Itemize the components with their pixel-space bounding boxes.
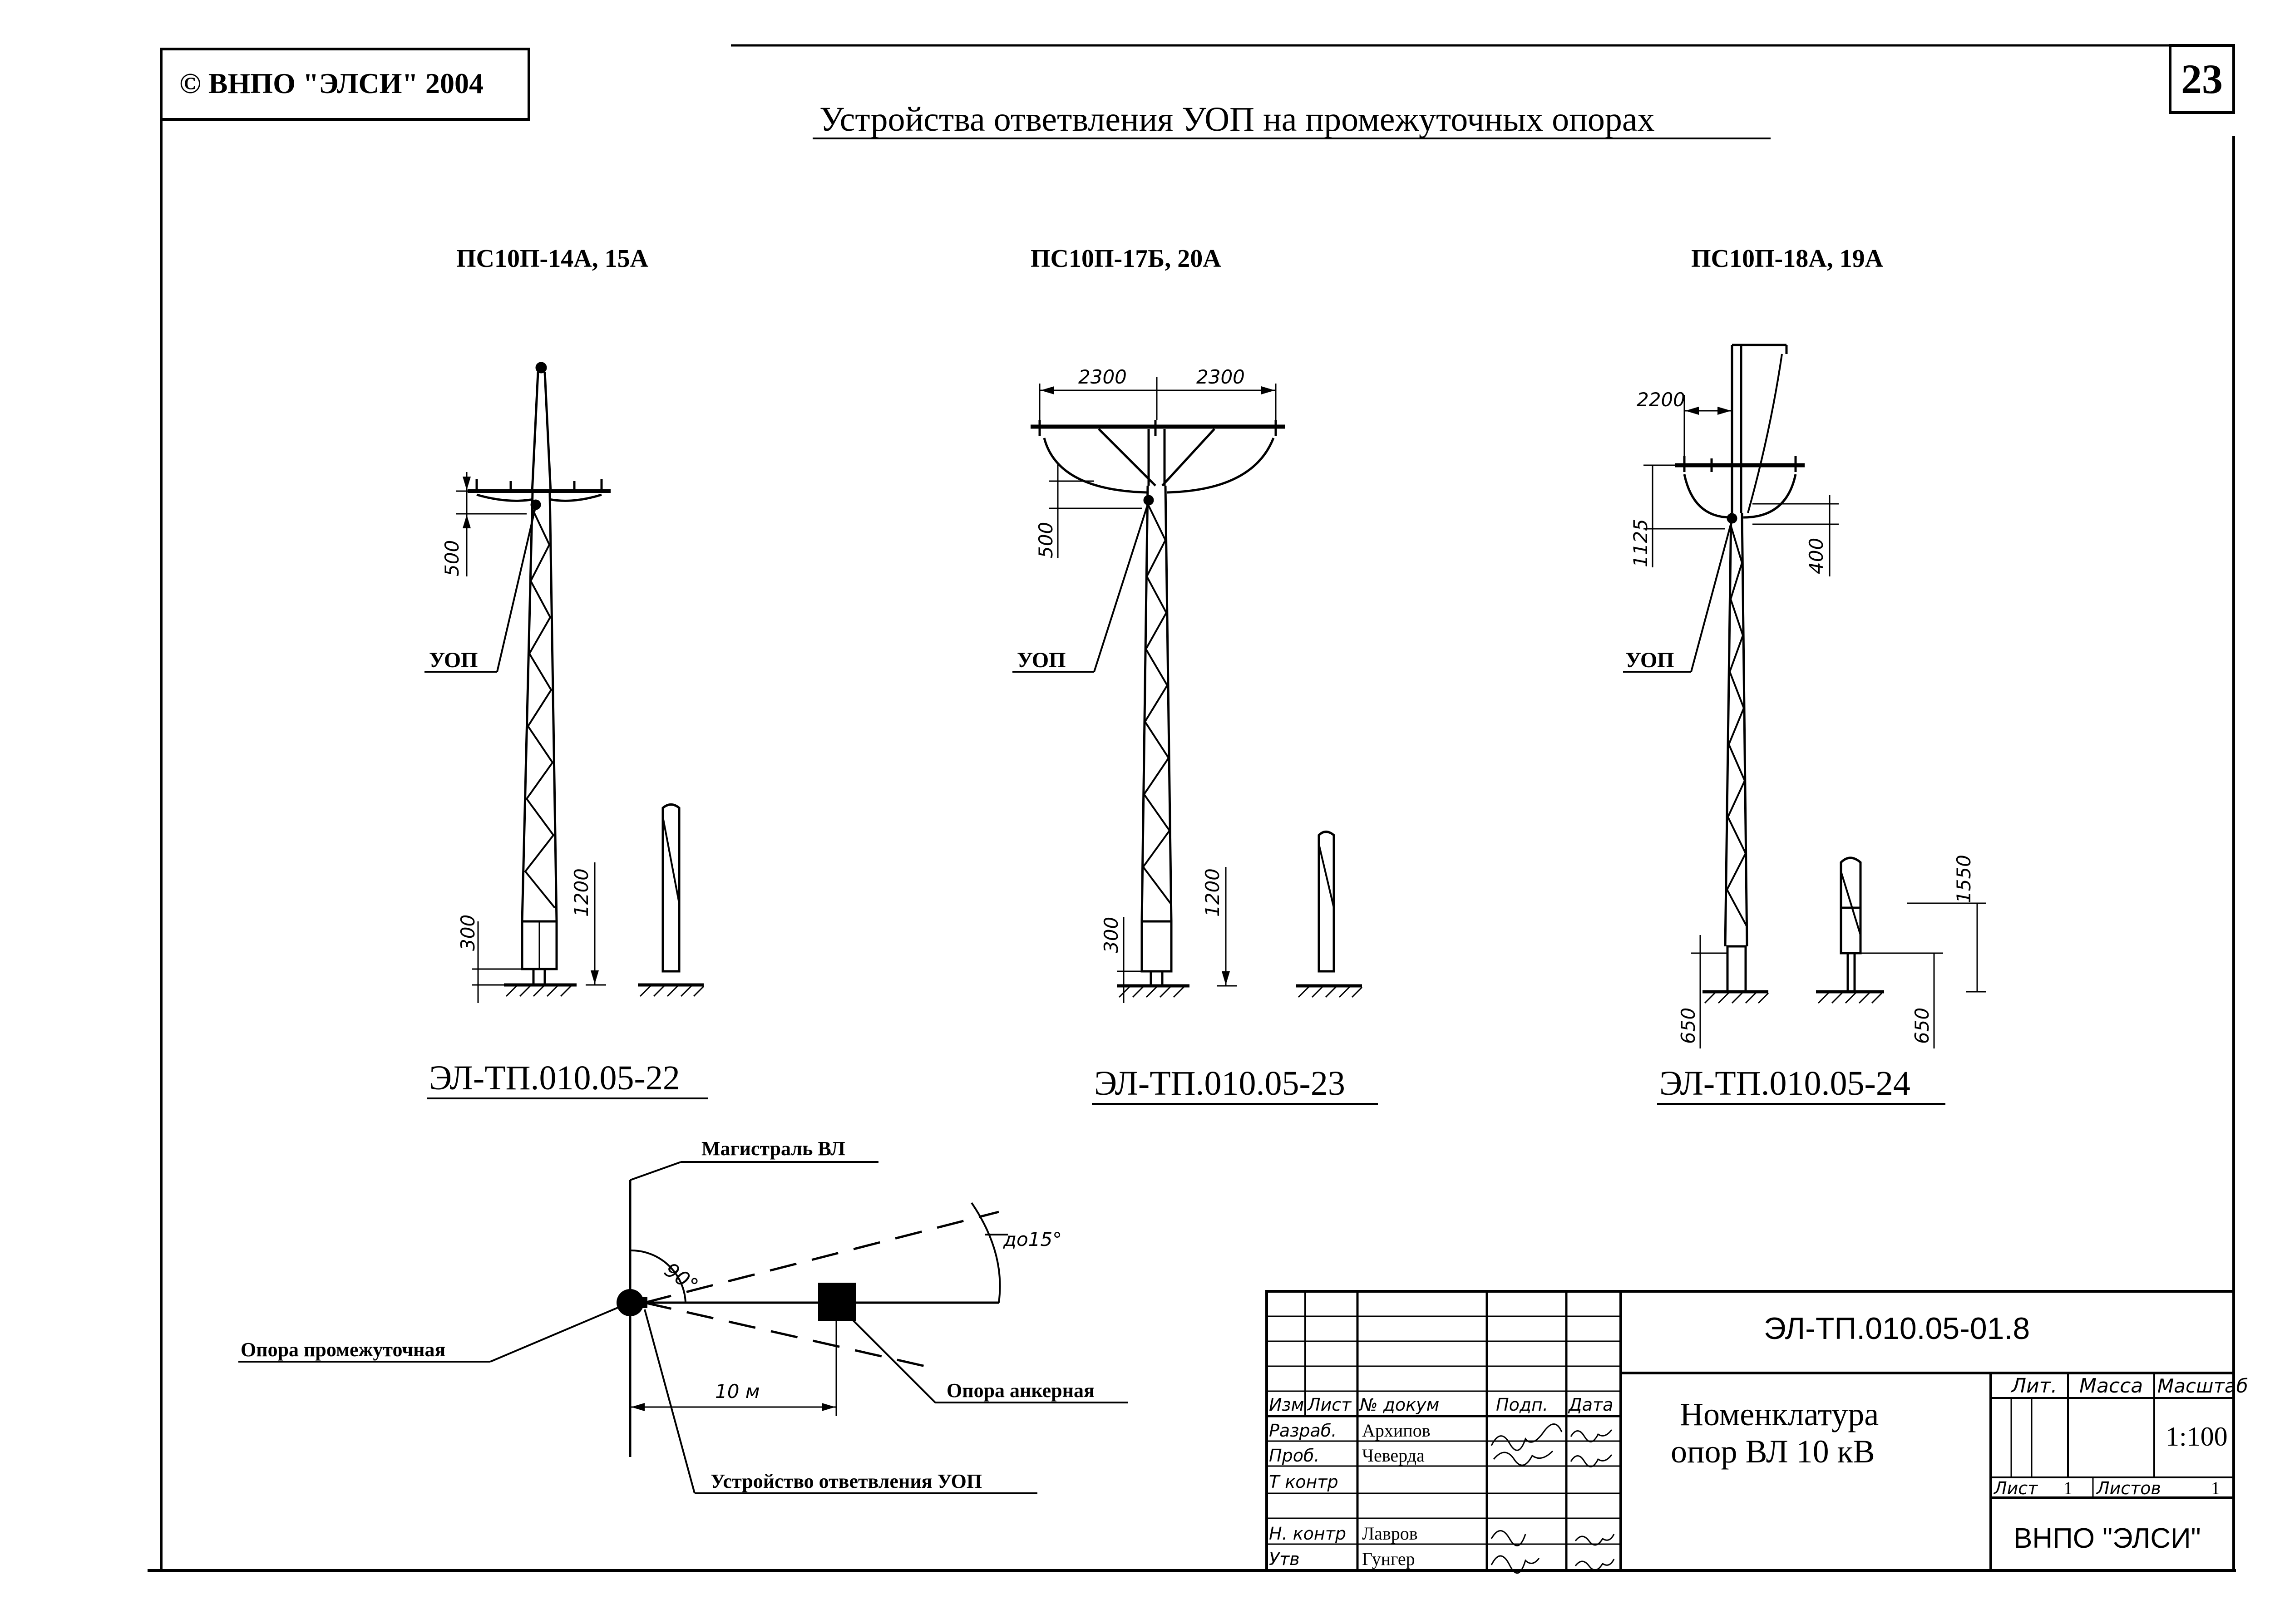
pole-2-side-view <box>1296 831 1363 998</box>
title-block <box>1265 1290 2235 1572</box>
stamp-title-line-1: Номенклатура <box>1680 1396 1879 1432</box>
pole-3-dim-650-right: 650 <box>1911 1008 1933 1044</box>
scheme-anchor-pole-label: Опора анкерная <box>947 1379 1095 1402</box>
pole-3-uop-label: УОП <box>1625 648 1674 672</box>
pole-3-dim-650-left: 650 <box>1677 1008 1699 1044</box>
scheme-deviation-label: до15° <box>1003 1228 1062 1250</box>
copyright-box: © ВНПО "ЭЛСИ" 2004 <box>160 48 530 121</box>
stamp-mass-label: Масса <box>2079 1374 2143 1398</box>
pole-3-dimensions <box>1643 395 1986 1048</box>
pole-2-dim-1200: 1200 <box>1201 868 1224 917</box>
branch-scheme <box>238 1161 1128 1494</box>
pole-2-dim-300: 300 <box>1100 917 1122 953</box>
sheet-number: 23 <box>2181 56 2223 102</box>
stamp-col-doc: № докум <box>1359 1395 1439 1415</box>
pole-1-dim-1200: 1200 <box>570 868 592 917</box>
copyright-text: © ВНПО "ЭЛСИ" 2004 <box>179 67 484 99</box>
scheme-branch-device-label: Устройство ответвления УОП <box>711 1470 982 1492</box>
pole-2-dimensions <box>1039 377 1277 1003</box>
sheet-number-box: 23 <box>2169 44 2235 114</box>
pole-1-structure <box>424 362 611 997</box>
stamp-row-role-3: Т контр <box>1269 1472 1338 1492</box>
stamp-scale-value: 1:100 <box>2166 1422 2228 1452</box>
pole-3-dim-2200: 2200 <box>1637 389 1685 411</box>
pole-1-uop-label: УОП <box>429 648 478 672</box>
pole-2-dim-2300-left: 2300 <box>1078 366 1127 388</box>
pole-2-code: ЭЛ-ТП.010.05-23 <box>1094 1064 1345 1102</box>
pole-2-name: ПС10П-17Б, 20А <box>1031 245 1221 273</box>
pole-1-dim-500: 500 <box>441 540 463 576</box>
pole-1-dimensions <box>456 472 606 1003</box>
stamp-sheet-label: Лист <box>1993 1478 2038 1498</box>
pole-3-structure <box>1623 344 1805 1004</box>
stamp-col-date: Дата <box>1568 1395 1613 1415</box>
pole-2-uop-label: УОП <box>1017 648 1066 672</box>
stamp-row-name-2: Чеверда <box>1362 1445 1425 1466</box>
stamp-title-line-2: опор ВЛ 10 кВ <box>1671 1433 1875 1470</box>
stamp-sheet-value: 1 <box>2063 1478 2073 1498</box>
stamp-row-role-4: Н. контр <box>1269 1524 1346 1544</box>
pole-drawing-1: ПС10П-14А, 15А <box>424 245 708 1099</box>
pole-2-structure <box>1012 420 1285 998</box>
stamp-col-izm: Изм <box>1269 1395 1304 1415</box>
stamp-row-role-5: Утв <box>1269 1549 1300 1569</box>
scheme-intermediate-pole-label: Опора промежуточная <box>241 1339 445 1361</box>
stamp-document-code: ЭЛ-ТП.010.05-01.8 <box>1764 1311 2030 1346</box>
stamp-organization: ВНПО "ЭЛСИ" <box>2013 1523 2201 1554</box>
pole-3-dim-400: 400 <box>1805 538 1827 574</box>
stamp-scale-label: Масштаб <box>2157 1375 2248 1397</box>
pole-1-code: ЭЛ-ТП.010.05-22 <box>429 1059 680 1097</box>
scheme-distance-label: 10 м <box>715 1380 760 1403</box>
pole-3-side-view <box>1816 856 1884 1004</box>
stamp-row-role-1: Разраб. <box>1269 1421 1337 1441</box>
stamp-col-sign: Подп. <box>1496 1395 1548 1415</box>
stamp-row-name-5: Гунгер <box>1362 1549 1415 1569</box>
pole-3-code: ЭЛ-ТП.010.05-24 <box>1659 1064 1910 1102</box>
stamp-row-name-4: Лавров <box>1362 1523 1418 1544</box>
pole-2-dim-500: 500 <box>1035 522 1057 558</box>
pole-3-dim-1550: 1550 <box>1953 855 1975 903</box>
pole-1-dim-300: 300 <box>457 915 479 951</box>
stamp-row-role-2: Проб. <box>1269 1446 1319 1466</box>
pole-drawing-3: ПС10П-18А, 19А <box>1623 245 1986 1105</box>
pole-3-name: ПС10П-18А, 19А <box>1691 245 1884 273</box>
stamp-sheets-label: Листов <box>2096 1478 2161 1498</box>
pole-drawing-2: ПС10П-17Б, 20А <box>1012 245 1378 1105</box>
handwritten-signatures <box>1490 1423 1615 1574</box>
pole-3-dim-1125: 1125 <box>1629 519 1652 567</box>
pole-1-side-view <box>638 803 705 997</box>
stamp-sheets-value: 1 <box>2211 1478 2220 1498</box>
stamp-lit-label: Лит. <box>2010 1374 2057 1398</box>
page-title: Устройства ответвления УОП на промежуточ… <box>819 100 1655 138</box>
pole-1-name: ПС10П-14А, 15А <box>456 245 649 273</box>
scheme-main-line-label: Магистраль ВЛ <box>701 1137 845 1160</box>
stamp-row-name-1: Архипов <box>1362 1420 1431 1441</box>
stamp-col-list: Лист <box>1307 1395 1352 1415</box>
pole-2-dim-2300-right: 2300 <box>1196 366 1245 388</box>
